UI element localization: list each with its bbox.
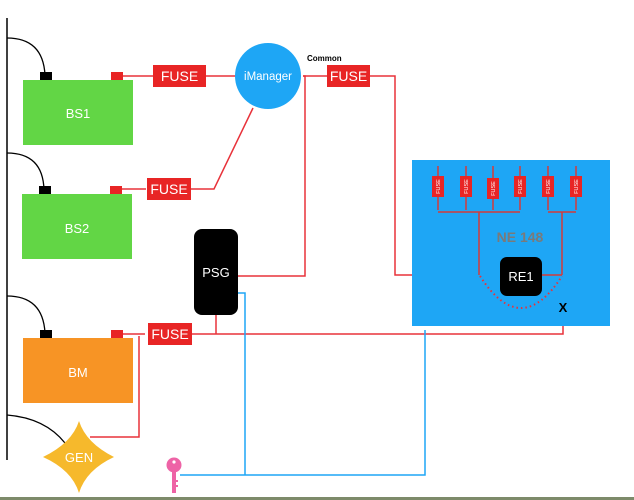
battery-bs2[interactable] <box>22 194 132 259</box>
psg-module[interactable] <box>194 229 238 315</box>
re1-relay[interactable] <box>500 257 542 296</box>
panel-fuse-body <box>570 176 582 197</box>
ground-wire-bs1 <box>6 37 46 76</box>
ground-wire-bs2 <box>6 152 45 191</box>
bs2-negative-terminal <box>39 186 51 194</box>
cut-mark: X <box>559 300 568 315</box>
panel-fuse-label: FUSE <box>464 179 470 194</box>
ground-wire-bm <box>6 295 46 334</box>
wire-imanager-to-psg <box>237 75 306 277</box>
panel-fuse-body <box>514 176 526 197</box>
fuse-bm-label: FUSE <box>151 326 188 342</box>
panel-fuse-label: FUSE <box>436 179 442 194</box>
generator[interactable] <box>43 421 114 493</box>
bottom-edge-strip <box>0 497 634 500</box>
panel-fuse-body <box>487 178 499 199</box>
imanager-label: iManager <box>244 71 292 83</box>
imanager[interactable] <box>235 43 301 109</box>
panel-fuse[interactable]: FUSE <box>570 176 582 197</box>
signal-wires <box>180 292 426 476</box>
fuse-common[interactable] <box>327 65 370 87</box>
panel-fuse[interactable]: FUSE <box>514 176 526 197</box>
panel-fuse-body <box>542 176 554 197</box>
panel-fuse[interactable]: FUSE <box>460 176 472 197</box>
panel-fuse-body <box>432 176 444 197</box>
panel-fuse-label: FUSE <box>491 181 497 196</box>
re1-label: RE1 <box>508 269 533 284</box>
wire-bm-to-gen <box>90 336 140 438</box>
fuse-common-label: FUSE <box>330 68 367 84</box>
wire-key-to-panel <box>180 330 426 476</box>
bs1-label: BS1 <box>66 106 91 121</box>
common-label: Common <box>307 54 342 63</box>
ground-wire-gen <box>6 414 66 444</box>
bs2-label: BS2 <box>65 221 90 236</box>
generator-label: GEN <box>65 450 93 465</box>
battery-bs1[interactable] <box>23 80 133 145</box>
fuse-bs2[interactable] <box>147 178 191 200</box>
bm-label: BM <box>68 365 88 380</box>
fuse-bs1-label: FUSE <box>161 68 198 84</box>
key-icon[interactable] <box>166 457 182 494</box>
panel-fuse-label: FUSE <box>546 179 552 194</box>
panel-fuse[interactable]: FUSE <box>487 178 499 199</box>
bs1-positive-terminal <box>111 72 123 80</box>
psg-label: PSG <box>202 265 229 280</box>
wire-fuse-to-imanager-2 <box>191 107 254 190</box>
fuse-bm[interactable] <box>148 323 192 345</box>
bm-negative-terminal <box>40 330 52 338</box>
panel-fuse-label: FUSE <box>574 179 580 194</box>
panel-fuse-body <box>460 176 472 197</box>
panel-label: NE 148 <box>497 229 544 245</box>
bs2-positive-terminal <box>110 186 122 194</box>
bm-positive-terminal <box>111 330 123 338</box>
panel-fuse[interactable]: FUSE <box>542 176 554 197</box>
panel-fuse-label: FUSE <box>518 179 524 194</box>
wire-psg-signal <box>238 292 246 475</box>
bs1-negative-terminal <box>40 72 52 80</box>
fuse-bs1[interactable] <box>153 65 206 87</box>
battery-bm[interactable] <box>23 338 133 403</box>
panel-fuse[interactable]: FUSE <box>432 176 444 197</box>
fuse-bs2-label: FUSE <box>150 181 187 197</box>
